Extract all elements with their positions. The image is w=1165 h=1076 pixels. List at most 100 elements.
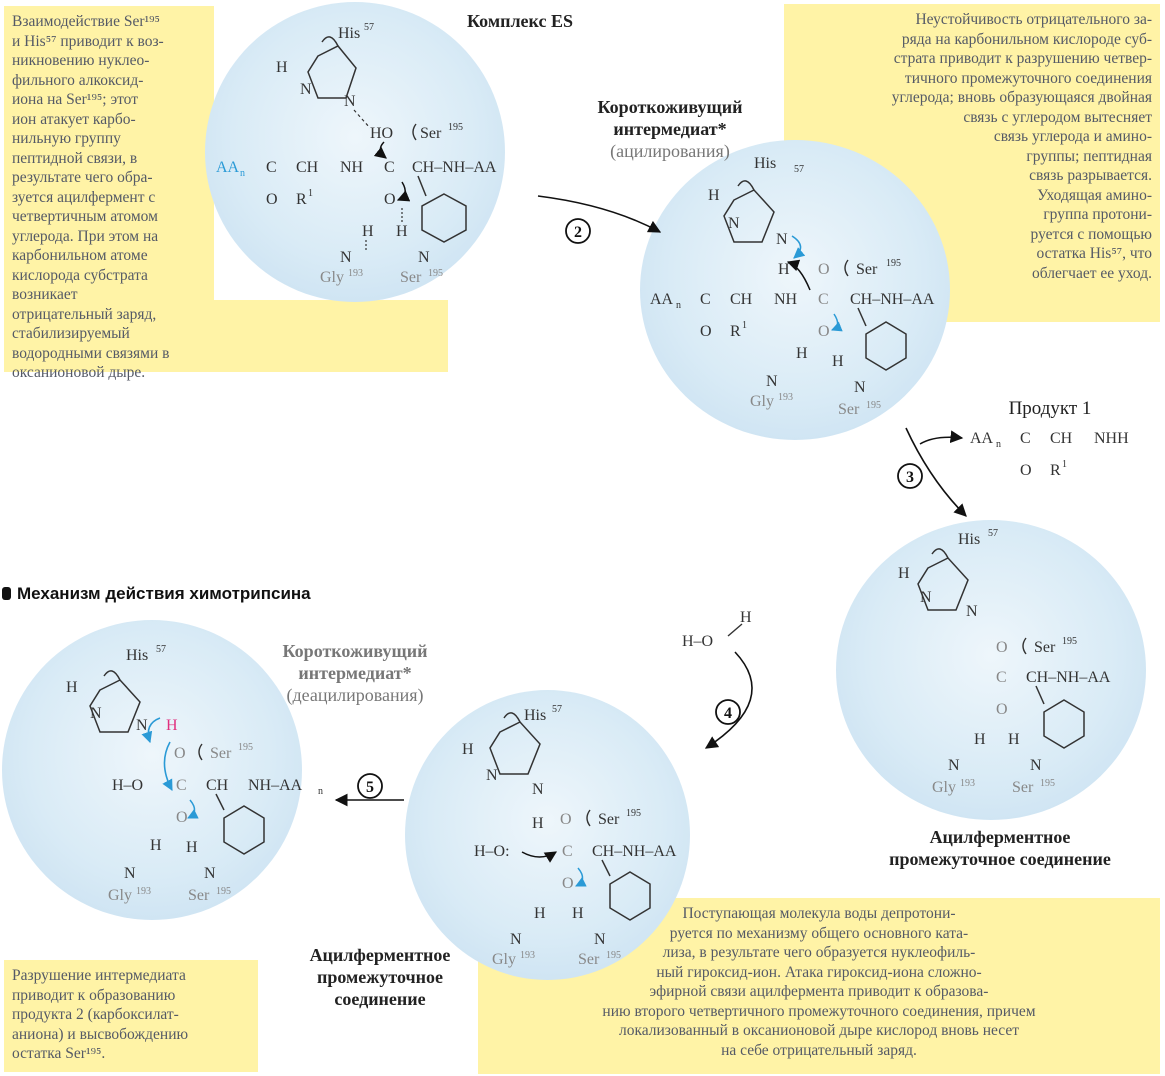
structure-acyl-enzyme-bottom: His 57 H N N H O Ser 195 H–O: C CH–NH–AA… (462, 704, 677, 968)
svg-text:R: R (1050, 462, 1061, 479)
svg-text:Gly: Gly (932, 779, 956, 796)
note-line: никновению нуклео- (12, 52, 150, 69)
bubble-acyl-enzyme-right (836, 520, 1146, 820)
note-line: четвертичным атомом (12, 208, 158, 225)
note-line: локализованный в оксанионовой дыре кисло… (618, 1022, 1020, 1039)
svg-text:Ser: Ser (578, 951, 600, 968)
note-line: результате чего обра- (12, 169, 153, 186)
note-line: эфирной связи ацилфермента приводит к об… (649, 983, 989, 1000)
svg-text:195: 195 (1040, 778, 1055, 789)
note-line: отрицательный заряд, стабилизируемый (12, 305, 157, 343)
svg-text:H: H (796, 345, 808, 362)
svg-text:O: O (562, 875, 574, 892)
es-complex-title: Комплекс ES (467, 11, 573, 31)
svg-text:O: O (818, 261, 830, 278)
deacyl-intermediate-title: Короткоживущий интермедиат* (деацилирова… (250, 640, 460, 706)
svg-text:n: n (996, 439, 1001, 450)
note-line: облегчает ее уход. (1031, 264, 1152, 282)
svg-text:57: 57 (988, 528, 998, 539)
svg-text:H: H (532, 815, 544, 832)
acyl-intermediate-subtitle: (ацилирования) (610, 141, 730, 161)
svg-text:Ser: Ser (400, 269, 422, 286)
note-line: углерода; вновь образующаяся двойная (891, 89, 1152, 106)
svg-text:2: 2 (574, 224, 582, 241)
svg-text:N: N (204, 865, 216, 882)
svg-text:CH: CH (296, 159, 319, 176)
acyl-enzyme-bottom-line3: соединение (334, 989, 426, 1009)
svg-text:n: n (676, 300, 681, 311)
note-line: зуется ацилфермент с (12, 188, 156, 206)
svg-text:n: n (240, 168, 245, 179)
structure-acyl-intermediate: His 57 H N N H O Ser 195 AA n C CH NH C … (650, 155, 935, 418)
step-3-badge: 3 (897, 463, 923, 489)
deacyl-intermediate-subtitle: (деацилирования) (286, 685, 424, 705)
note-line: связь разрывается. (1029, 167, 1152, 184)
svg-text:H: H (708, 187, 720, 204)
svg-text:Ser: Ser (420, 125, 442, 142)
step-2-badge: 2 (565, 218, 591, 244)
svg-text:57: 57 (156, 644, 166, 655)
svg-text:N: N (854, 379, 866, 396)
svg-text:AA: AA (650, 291, 674, 308)
bubble-deacyl-intermediate (2, 620, 302, 920)
svg-text:N: N (1030, 757, 1042, 774)
note-line: кислорода субстрата возникает (12, 266, 148, 304)
note-line: ный гироксид-ион. Атака гироксид-иона сл… (656, 963, 982, 981)
svg-text:CH: CH (206, 777, 229, 794)
note-line: продукта 2 (карбоксилат- (12, 1006, 179, 1023)
svg-text:193: 193 (778, 392, 793, 403)
note-line: Неустойчивость отрицательного за- (915, 11, 1152, 28)
svg-text:C: C (996, 669, 1007, 686)
svg-text:N: N (510, 931, 522, 948)
svg-text:195: 195 (626, 808, 641, 819)
svg-text:57: 57 (794, 164, 804, 175)
svg-text:4: 4 (724, 705, 732, 722)
svg-text:R: R (730, 323, 741, 340)
svg-text:N: N (948, 757, 960, 774)
svg-text:1: 1 (742, 320, 747, 331)
svg-text:H: H (974, 731, 986, 748)
svg-text:N: N (340, 249, 352, 266)
svg-text:N: N (776, 231, 788, 248)
svg-text:C: C (266, 159, 277, 176)
note-line: пептидной связи, в (12, 149, 138, 167)
svg-text:195: 195 (428, 268, 443, 279)
svg-text:H: H (1008, 731, 1020, 748)
svg-text:His: His (754, 155, 776, 172)
svg-text:n: n (318, 786, 323, 797)
svg-text:195: 195 (216, 886, 231, 897)
note-line: остатка His⁵⁷, что (1036, 245, 1153, 262)
svg-text:CH–NH–AA: CH–NH–AA (1026, 669, 1111, 686)
note-line: Разрушение интермедиата (12, 967, 186, 984)
note-line: руется с помощью (1030, 225, 1152, 243)
svg-text:NHH: NHH (1094, 430, 1129, 447)
svg-text:H: H (572, 905, 584, 922)
svg-text:H–O: H–O (682, 633, 713, 650)
svg-text:1: 1 (308, 188, 313, 199)
note-line: остатка Ser¹⁹⁵. (12, 1045, 106, 1062)
svg-text:57: 57 (552, 704, 562, 715)
svg-text:Ser: Ser (856, 261, 878, 278)
note-line: связь с углеродом вытесняет (963, 108, 1152, 126)
svg-text:H–O:: H–O: (474, 843, 510, 860)
svg-text:Ser: Ser (598, 811, 620, 828)
svg-text:195: 195 (1062, 636, 1077, 647)
svg-text:Ser: Ser (188, 887, 210, 904)
acyl-enzyme-bottom-line2: промежуточное (317, 967, 443, 987)
svg-text:H: H (462, 741, 474, 758)
svg-text:Gly: Gly (320, 269, 344, 286)
structure-deacyl-intermediate: His 57 H N N H O Ser 195 H–O C CH NH–AA … (66, 644, 323, 904)
svg-text:O: O (266, 191, 278, 208)
acyl-enzyme-bottom-title: Ацилферментное промежуточное соединение (290, 944, 470, 1010)
svg-text:195: 195 (606, 950, 621, 961)
note-line: ряда на карбонильном кислороде суб- (901, 30, 1152, 48)
note-line: и His⁵⁷ приводит к воз- (12, 32, 164, 50)
svg-text:N: N (532, 781, 544, 798)
svg-text:C: C (176, 777, 187, 794)
svg-text:CH: CH (1050, 430, 1073, 447)
svg-text:CH–NH–AA: CH–NH–AA (412, 159, 497, 176)
note-line: на себе отрицательный заряд. (721, 1041, 917, 1059)
svg-text:1: 1 (1062, 459, 1067, 470)
svg-text:NH: NH (774, 291, 798, 308)
